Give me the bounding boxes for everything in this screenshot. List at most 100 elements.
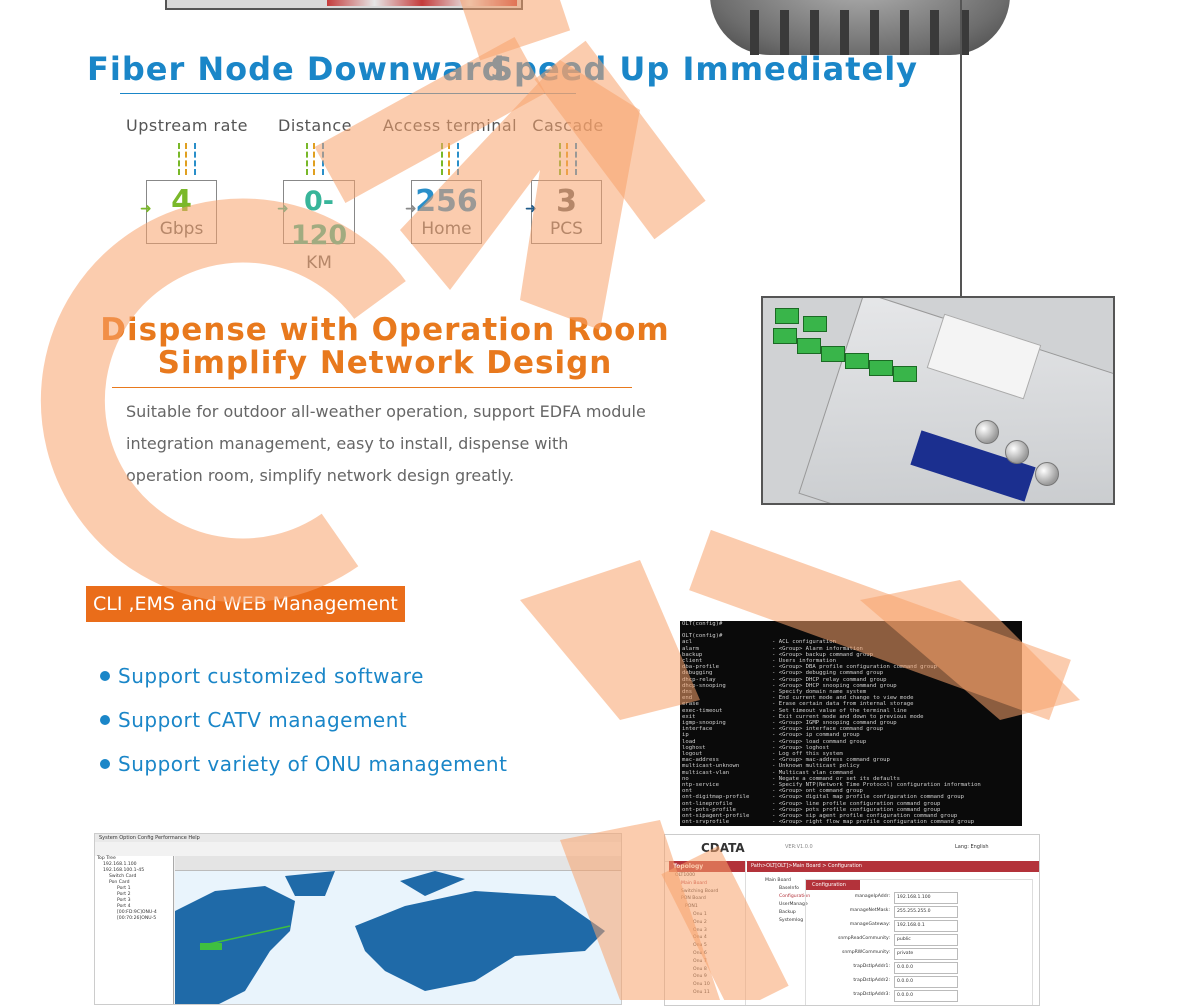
web-sidebar-item[interactable]: Onu 5 (693, 943, 707, 949)
fiber-lines-icon (306, 143, 324, 175)
web-submenu-item[interactable]: UserManage (779, 902, 808, 907)
device-photo-top (710, 0, 1010, 55)
web-sidebar-item[interactable]: Onu 9 (693, 974, 707, 980)
stat-box-distance: 0-120 KM (283, 180, 355, 273)
web-sidebar-item[interactable]: Onu 7 (693, 958, 707, 964)
cli-command: load (682, 738, 696, 745)
cli-command-description: - <Group> sip agent profile configuratio… (772, 813, 958, 820)
section-underline (112, 387, 632, 388)
web-management-screenshot: CDATA VER:V1.0.0 Lang: English Topology … (664, 834, 1040, 1006)
stat-label: Cascade (532, 116, 604, 135)
ems-tree-item[interactable]: Port 4 (117, 904, 131, 909)
stat-box-cascade: 3 PCS (531, 180, 602, 244)
cli-command: loghost (682, 744, 706, 751)
web-field-input[interactable]: 255.255.255.0 (894, 906, 958, 918)
stat-unit: Gbps (159, 219, 204, 239)
headline-left: Fiber Node Downward (87, 50, 506, 88)
web-sidebar-item[interactable]: Onu 2 (693, 919, 707, 925)
ems-tree-item[interactable]: Switch Card (109, 874, 137, 879)
section-title-line2: Simplify Network Design (157, 345, 613, 381)
cli-command-row: ont-lineprofile- <Group> line profile co… (680, 801, 1022, 807)
ems-tree-item[interactable]: Top Tree (97, 856, 116, 861)
cli-command-description: - Specify NTP(Network Time Protocol) con… (772, 782, 981, 789)
web-sidebar-item[interactable]: Onu 11 (693, 989, 710, 995)
fiber-lines-icon (178, 143, 196, 175)
ems-tree-item[interactable]: Port 1 (117, 886, 131, 891)
cli-command-row: multicast-vlan- Multicast vlan command (680, 770, 1022, 776)
cli-command: ont (682, 788, 693, 795)
bullet-text: Support CATV management (118, 708, 408, 732)
web-field-input[interactable]: 0.0.0.0 (894, 976, 958, 988)
web-language: Lang: English (955, 844, 989, 850)
web-field-input[interactable]: public (894, 934, 958, 946)
cli-command: ont-digitmap-profile (682, 794, 750, 801)
stat-label: Distance (278, 116, 352, 135)
web-field-input[interactable]: 0.0.0.0 (894, 962, 958, 974)
web-sidebar-item[interactable]: Onu 10 (693, 982, 710, 988)
web-form-row: snmpReadCommunity:public (806, 934, 1032, 946)
web-field-input[interactable]: 0.0.0.0 (894, 990, 958, 1002)
stat-unit: Home (421, 219, 472, 239)
cli-command: no (682, 775, 689, 782)
cli-command: ip (682, 732, 689, 739)
cli-command: interface (682, 726, 713, 733)
ems-tree-item[interactable]: Pon Card (109, 880, 130, 885)
cli-command-description: - <Group> load command group (772, 738, 867, 745)
device-closeup-photo (761, 296, 1115, 505)
web-sidebar-item[interactable]: Onu 4 (693, 935, 707, 941)
web-sidebar-item[interactable]: Onu 8 (693, 966, 707, 972)
web-sidebar-item[interactable]: Onu 6 (693, 950, 707, 956)
web-form-row: snmpRWCommunity:private (806, 948, 1032, 960)
cli-command-row: loghost - <Group> loghost (680, 745, 1022, 751)
cli-command: multicast-vlan (682, 769, 730, 776)
ems-tree-item[interactable]: [00:FD:9C]ONU-4 (117, 910, 157, 915)
web-submenu-item[interactable]: Configuration (779, 894, 811, 899)
web-field-label: trapDstIpAddr1: (853, 964, 890, 969)
world-map (175, 871, 621, 1004)
bullet-item: Support customized software (100, 664, 424, 688)
web-topbar: CDATA VER:V1.0.0 Lang: English (665, 835, 1039, 862)
ems-tree-item[interactable]: 192.168.1.100 (103, 862, 137, 867)
web-field-input[interactable]: 192.168.1.100 (894, 892, 958, 904)
web-field-input[interactable]: private (894, 948, 958, 960)
bullet-dot-icon (100, 758, 110, 769)
ems-tree-item[interactable]: [00:70:26]ONU-5 (117, 916, 157, 921)
web-version: VER:V1.0.0 (785, 844, 813, 850)
web-sidebar-item[interactable]: OLT1000 (675, 873, 696, 878)
web-submenu-item[interactable]: Main Board (765, 878, 791, 883)
cli-command-description: - <Group> loghost (772, 744, 830, 751)
ems-tree-item[interactable]: 192.168.100.1-45 (103, 868, 145, 873)
ems-tree-item[interactable]: Port 2 (117, 892, 131, 897)
cli-command-description: - Log off this system (772, 751, 843, 758)
web-submenu-item[interactable]: Systemlog (779, 918, 804, 923)
bullet-dot-icon (100, 670, 110, 681)
web-sidebar-item[interactable]: PON Board (681, 896, 706, 902)
stat-upstream-rate: Upstream rate (117, 116, 257, 175)
cli-command: ntp-service (682, 782, 720, 789)
cli-command-description: - <Group> ip command group (772, 732, 860, 739)
bullet-text: Support customized software (118, 664, 424, 688)
cli-command-description: - Negate a command or set its defaults (772, 775, 900, 782)
web-sidebar-item[interactable]: Onu 1 (693, 911, 707, 917)
web-sidebar-item[interactable]: Switching Board (681, 888, 719, 894)
web-sidebar-item[interactable]: Onu 3 (693, 927, 707, 933)
cli-command-description: - <Group> right flow map profile configu… (772, 819, 975, 826)
cli-command: ont-sipagent-profile (682, 813, 750, 820)
cli-command-description: - <Group> mac-address command group (772, 757, 890, 764)
web-sidebar-item[interactable]: Main Board (681, 880, 707, 886)
stat-value: 0-120 (290, 186, 348, 251)
web-field-input[interactable]: 192.168.0.1 (894, 920, 958, 932)
web-config-form: Configuration manageIpAddr:192.168.1.100… (805, 879, 1033, 1005)
web-sidebar-item[interactable]: PON1 (685, 904, 698, 910)
stat-cascade: Cascade (498, 116, 638, 175)
stat-unit: PCS (550, 219, 583, 239)
web-submenu-item[interactable]: Backup (779, 910, 796, 915)
web-submenu-item[interactable]: BaseInfo (779, 886, 799, 891)
web-form-row: trapDstIpAddr1: 0.0.0.0 (806, 962, 1032, 974)
ems-tree-item[interactable]: Port 3 (117, 898, 131, 903)
cli-command-description: - <Group> pots profile configuration com… (772, 806, 941, 813)
ems-screenshot: System Option Config Performance Help To… (94, 833, 622, 1005)
fiber-lines-icon (559, 143, 577, 175)
cli-command: ont-pots-profile (682, 806, 736, 813)
